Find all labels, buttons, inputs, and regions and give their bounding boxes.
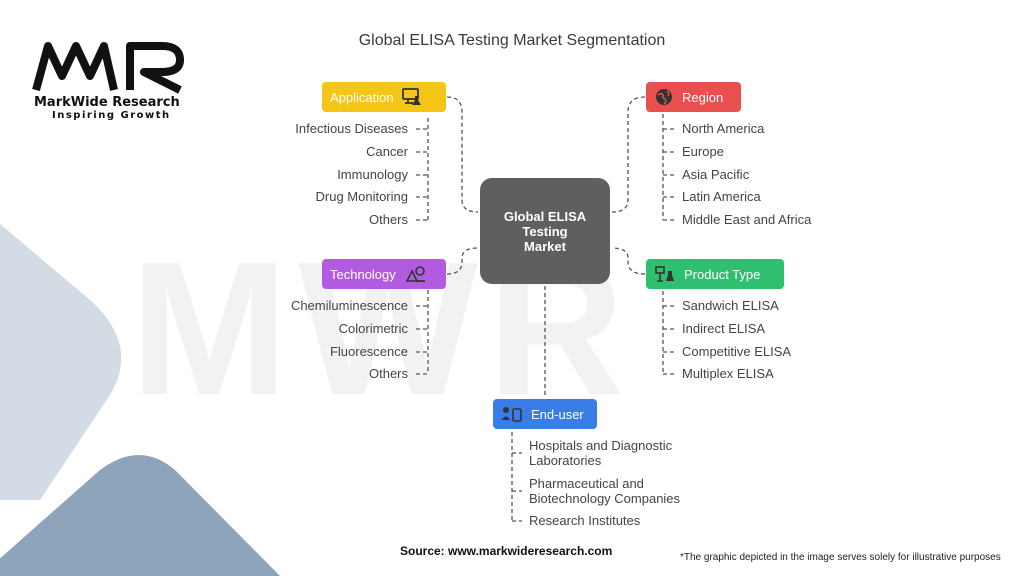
category-label-end-user: End-user (531, 406, 584, 422)
product-type-item-3: Competitive ELISA (682, 344, 792, 359)
people-device-icon (502, 407, 522, 422)
category-label-product-type: Product Type (684, 266, 761, 282)
logo-mark (32, 42, 184, 94)
category-label-technology: Technology (330, 266, 396, 282)
lab-equipment-icon (405, 266, 425, 282)
page-title: Global ELISA Testing Market Segmentation (358, 32, 666, 49)
product-type-item-4: Multiplex ELISA (682, 366, 774, 381)
application-item-3: Immunology (337, 167, 408, 182)
connector-region (611, 96, 646, 213)
source-note: Source: www.markwideresearch.com (400, 544, 613, 558)
product-type-item-1: Sandwich ELISA (682, 298, 779, 313)
technology-item-3: Fluorescence (329, 344, 408, 359)
bracket-product-type (662, 291, 675, 375)
logo-tagline: Inspiring Growth (52, 110, 171, 121)
center-label: Global ELISA Testing Market (503, 208, 587, 254)
region-item-3: Asia Pacific (682, 167, 750, 182)
technology-item-2: Colorimetric (338, 321, 408, 336)
technology-item-1: Chemiluminescence (290, 298, 408, 313)
connector-product-type (611, 247, 646, 275)
computer-flask-icon (401, 88, 421, 105)
region-item-1: North America (682, 121, 765, 136)
category-region: Region (646, 82, 741, 112)
application-item-1: Infectious Diseases (295, 121, 408, 136)
bracket-region (662, 114, 675, 221)
category-product-type: Product Type (646, 259, 784, 289)
globe-icon (656, 89, 672, 105)
region-item-4: Latin America (682, 189, 761, 204)
application-item-5: Others (368, 212, 408, 227)
bg-shape-upper (0, 223, 122, 500)
center-node: Global ELISA Testing Market (480, 178, 610, 284)
end-user-item-1: Hospitals and Diagnostic Laboratories (529, 438, 673, 468)
category-end-user: End-user (493, 399, 597, 429)
end-user-item-3: Research Institutes (529, 513, 641, 528)
bg-shape-lower (0, 455, 280, 576)
end-user-item-2: Pharmaceutical and Biotechnology Compani… (529, 476, 681, 506)
application-item-4: Drug Monitoring (315, 189, 409, 204)
category-technology: Technology (322, 259, 446, 289)
region-item-2: Europe (682, 144, 724, 159)
bracket-technology (416, 290, 429, 375)
product-type-item-2: Indirect ELISA (682, 321, 766, 336)
region-item-5: Middle East and Africa (682, 212, 812, 227)
lab-bottles-icon (655, 266, 674, 282)
connector-technology (446, 247, 479, 275)
logo-name: MarkWide Research (34, 95, 180, 110)
bracket-end-user (511, 432, 522, 522)
application-item-2: Cancer (366, 144, 408, 159)
disclaimer-note: *The graphic depicted in the image serve… (680, 552, 1001, 563)
connector-application (446, 96, 479, 213)
category-application: Application (322, 82, 446, 112)
category-label-application: Application (330, 89, 394, 105)
technology-item-4: Others (368, 366, 408, 381)
category-label-region: Region (682, 89, 724, 105)
bracket-application (416, 118, 429, 221)
